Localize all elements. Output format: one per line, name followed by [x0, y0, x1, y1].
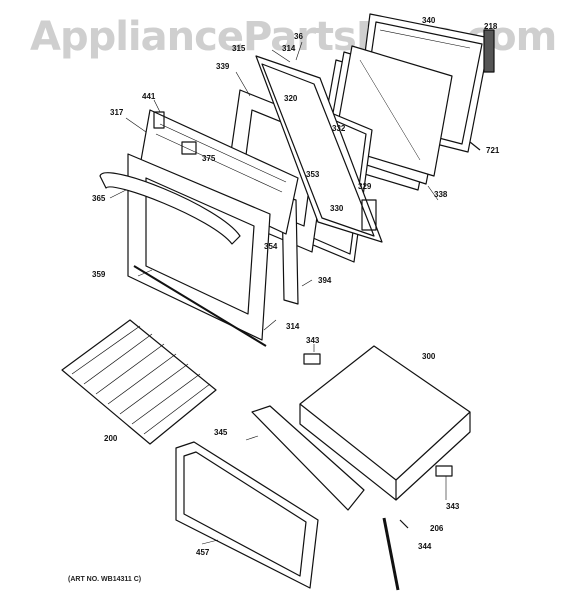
- door-frame: [255, 55, 383, 243]
- callout-206: 206: [430, 524, 444, 533]
- callout-317: 317: [110, 108, 124, 117]
- callout-338: 338: [434, 190, 448, 199]
- leader-lines: [109, 41, 447, 545]
- screw: [469, 141, 481, 151]
- callout-339: 339: [216, 62, 230, 71]
- callout-320: 320: [284, 94, 298, 103]
- drawer-slide-right: [435, 465, 453, 477]
- callout-329: 329: [358, 182, 372, 191]
- drawer-rail: [382, 517, 400, 591]
- door-hinge: [361, 199, 377, 231]
- callout-365: 365: [92, 194, 106, 203]
- drawer-inner-panel: [251, 405, 365, 511]
- callout-332: 332: [332, 124, 346, 133]
- callout-344: 344: [418, 542, 432, 551]
- callout-36: 36: [294, 32, 303, 41]
- callout-457: 457: [196, 548, 210, 557]
- door-bottom-trim: [133, 265, 267, 347]
- hinge-clip: [483, 29, 495, 73]
- callout-441: 441: [142, 92, 156, 101]
- callout-314-bottom: 314: [286, 322, 300, 331]
- oven-rack: [61, 319, 217, 445]
- callout-345: 345: [214, 428, 228, 437]
- callout-394: 394: [318, 276, 332, 285]
- door-rear-panel: [139, 109, 299, 235]
- callout-218: 218: [484, 22, 498, 31]
- callout-375: 375: [202, 154, 216, 163]
- callout-354: 354: [264, 242, 278, 251]
- callout-315: 315: [232, 44, 246, 53]
- callout-721: 721: [486, 146, 500, 155]
- callout-340: 340: [422, 16, 436, 25]
- callout-359: 359: [92, 270, 106, 279]
- storage-drawer: [299, 345, 471, 501]
- callout-314-top: 314: [282, 44, 296, 53]
- callout-353: 353: [306, 170, 320, 179]
- drawer-front: [175, 441, 319, 589]
- callout-343-bottom: 343: [446, 502, 460, 511]
- callout-343-top: 343: [306, 336, 320, 345]
- drawer-slide-left: [303, 353, 321, 365]
- latch: [181, 141, 197, 155]
- callout-300: 300: [422, 352, 436, 361]
- callout-200: 200: [104, 434, 118, 443]
- art-number: (ART NO. WB14311 C): [68, 576, 142, 583]
- callout-330: 330: [330, 204, 344, 213]
- door-handle: [99, 172, 241, 245]
- bracket: [153, 111, 165, 129]
- rail-screw: [399, 519, 409, 529]
